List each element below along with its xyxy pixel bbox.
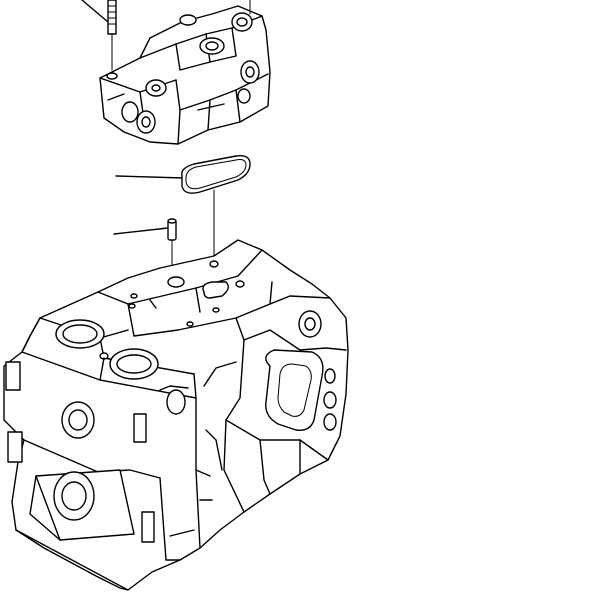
pin-icon xyxy=(113,218,177,277)
bolt-icon xyxy=(81,0,117,71)
gasket-icon xyxy=(115,154,251,263)
pump-body-icon xyxy=(3,239,349,591)
valve-block-icon xyxy=(99,0,271,145)
